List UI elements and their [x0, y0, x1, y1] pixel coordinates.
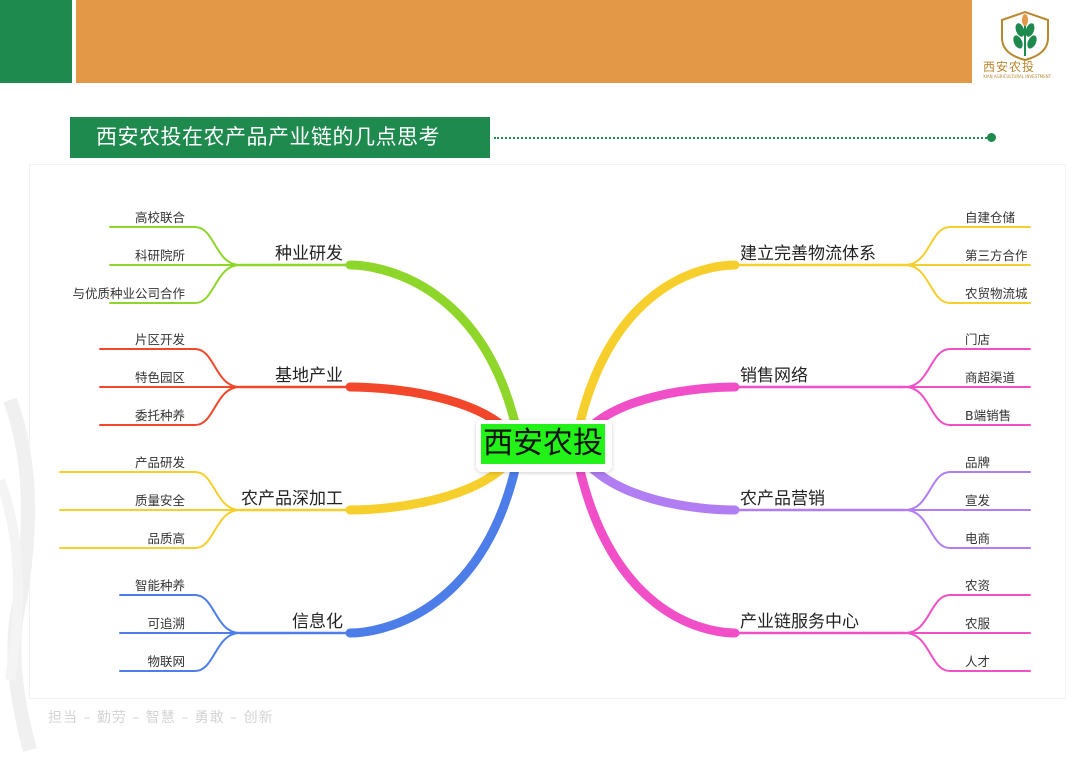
- center-node[interactable]: 西安农投: [476, 420, 612, 472]
- leaf-node-left-0-1[interactable]: 科研院所: [134, 248, 185, 263]
- center-node-label: 西安农投: [481, 424, 605, 464]
- leaf-node-right-2-2[interactable]: 电商: [965, 531, 991, 546]
- leaf-connector-right-1-2: [904, 386, 1031, 426]
- leaf-node-left-3-0[interactable]: 智能种养: [134, 578, 185, 593]
- logo-subtitle: XIAN AGRICULTURAL INVESTMENT: [983, 74, 1052, 79]
- leaf-node-right-3-0[interactable]: 农资: [965, 578, 991, 593]
- leaf-node-right-3-1[interactable]: 农服: [965, 616, 991, 631]
- leaf-node-left-0-2[interactable]: 与优质种业公司合作: [72, 286, 185, 301]
- leaf-node-left-3-2[interactable]: 物联网: [147, 654, 185, 669]
- title-dot: [987, 133, 996, 142]
- branch-node-right-3[interactable]: 产业链服务中心: [740, 612, 859, 632]
- branch-connector-right-0: [570, 260, 740, 451]
- leaf-node-right-1-0[interactable]: 门店: [965, 332, 991, 347]
- leaf-node-right-2-0[interactable]: 品牌: [965, 455, 991, 470]
- branch-connector-left-0: [345, 260, 525, 451]
- leaf-connector-right-2-2: [904, 509, 1031, 549]
- branch-connector-right-3: [570, 441, 740, 638]
- branch-node-right-2[interactable]: 农产品营销: [740, 489, 825, 509]
- leaf-node-right-2-1[interactable]: 宣发: [965, 493, 991, 508]
- leaf-connector-right-2-0: [904, 471, 1031, 511]
- leaf-connector-right-3-2: [904, 632, 1031, 672]
- leaf-node-right-0-1[interactable]: 第三方合作: [965, 248, 1028, 263]
- branch-node-right-1[interactable]: 销售网络: [740, 366, 808, 386]
- branch-node-left-1[interactable]: 基地产业: [275, 366, 343, 386]
- leaf-connector-left-0-0: [109, 226, 241, 266]
- leaf-node-left-1-1[interactable]: 特色园区: [134, 370, 185, 385]
- leaf-connector-right-0-2: [904, 264, 1031, 304]
- leaf-node-right-0-0[interactable]: 自建仓储: [965, 210, 1016, 225]
- leaf-connector-right-0-0: [904, 226, 1031, 266]
- branch-node-left-3[interactable]: 信息化: [292, 612, 343, 632]
- leaf-node-right-1-1[interactable]: 商超渠道: [965, 370, 1016, 385]
- leaf-connector-right-3-0: [904, 594, 1031, 634]
- header-divider: [72, 0, 76, 83]
- leaf-node-left-3-1[interactable]: 可追溯: [147, 616, 185, 631]
- title-dotted-line: [494, 137, 990, 139]
- header-green-band: [0, 0, 72, 83]
- logo-name: 西安农投: [983, 60, 1036, 74]
- leaf-node-right-0-2[interactable]: 农贸物流城: [965, 286, 1028, 301]
- leaf-connector-left-0-2: [109, 264, 241, 304]
- leaf-connector-left-2-2: [59, 509, 241, 549]
- leaf-node-left-2-0[interactable]: 产品研发: [134, 455, 185, 470]
- leaf-node-right-3-2[interactable]: 人才: [965, 654, 991, 669]
- leaf-connector-left-1-0: [99, 348, 241, 388]
- leaf-connector-left-3-2: [119, 632, 241, 672]
- header-orange-band: [76, 0, 972, 83]
- branch-node-right-0[interactable]: 建立完善物流体系: [740, 244, 876, 264]
- leaf-watermark-icon: [0, 397, 37, 752]
- leaf-connector-right-1-0: [904, 348, 1031, 388]
- wheat-shield-icon: [1001, 10, 1049, 62]
- leaf-node-left-0-0[interactable]: 高校联合: [134, 210, 185, 225]
- leaf-connector-left-3-0: [119, 594, 241, 634]
- leaf-connector-left-1-2: [99, 386, 241, 426]
- page-title: 西安农投在农产品产业链的几点思考: [70, 117, 490, 158]
- branch-node-left-2[interactable]: 农产品深加工: [241, 489, 343, 509]
- leaf-node-left-1-0[interactable]: 片区开发: [134, 332, 185, 347]
- leaf-node-right-1-2[interactable]: B端销售: [965, 408, 1012, 423]
- leaf-node-left-1-2[interactable]: 委托种养: [134, 408, 185, 423]
- leaf-node-left-2-1[interactable]: 质量安全: [134, 493, 185, 508]
- branch-connector-left-3: [345, 441, 525, 638]
- footer-motto: 担当 – 勤劳 – 智慧 – 勇敢 – 创新: [48, 710, 274, 726]
- leaf-node-left-2-2[interactable]: 品质高: [147, 531, 185, 546]
- branch-node-left-0[interactable]: 种业研发: [275, 244, 343, 264]
- leaf-connector-left-2-0: [59, 471, 241, 511]
